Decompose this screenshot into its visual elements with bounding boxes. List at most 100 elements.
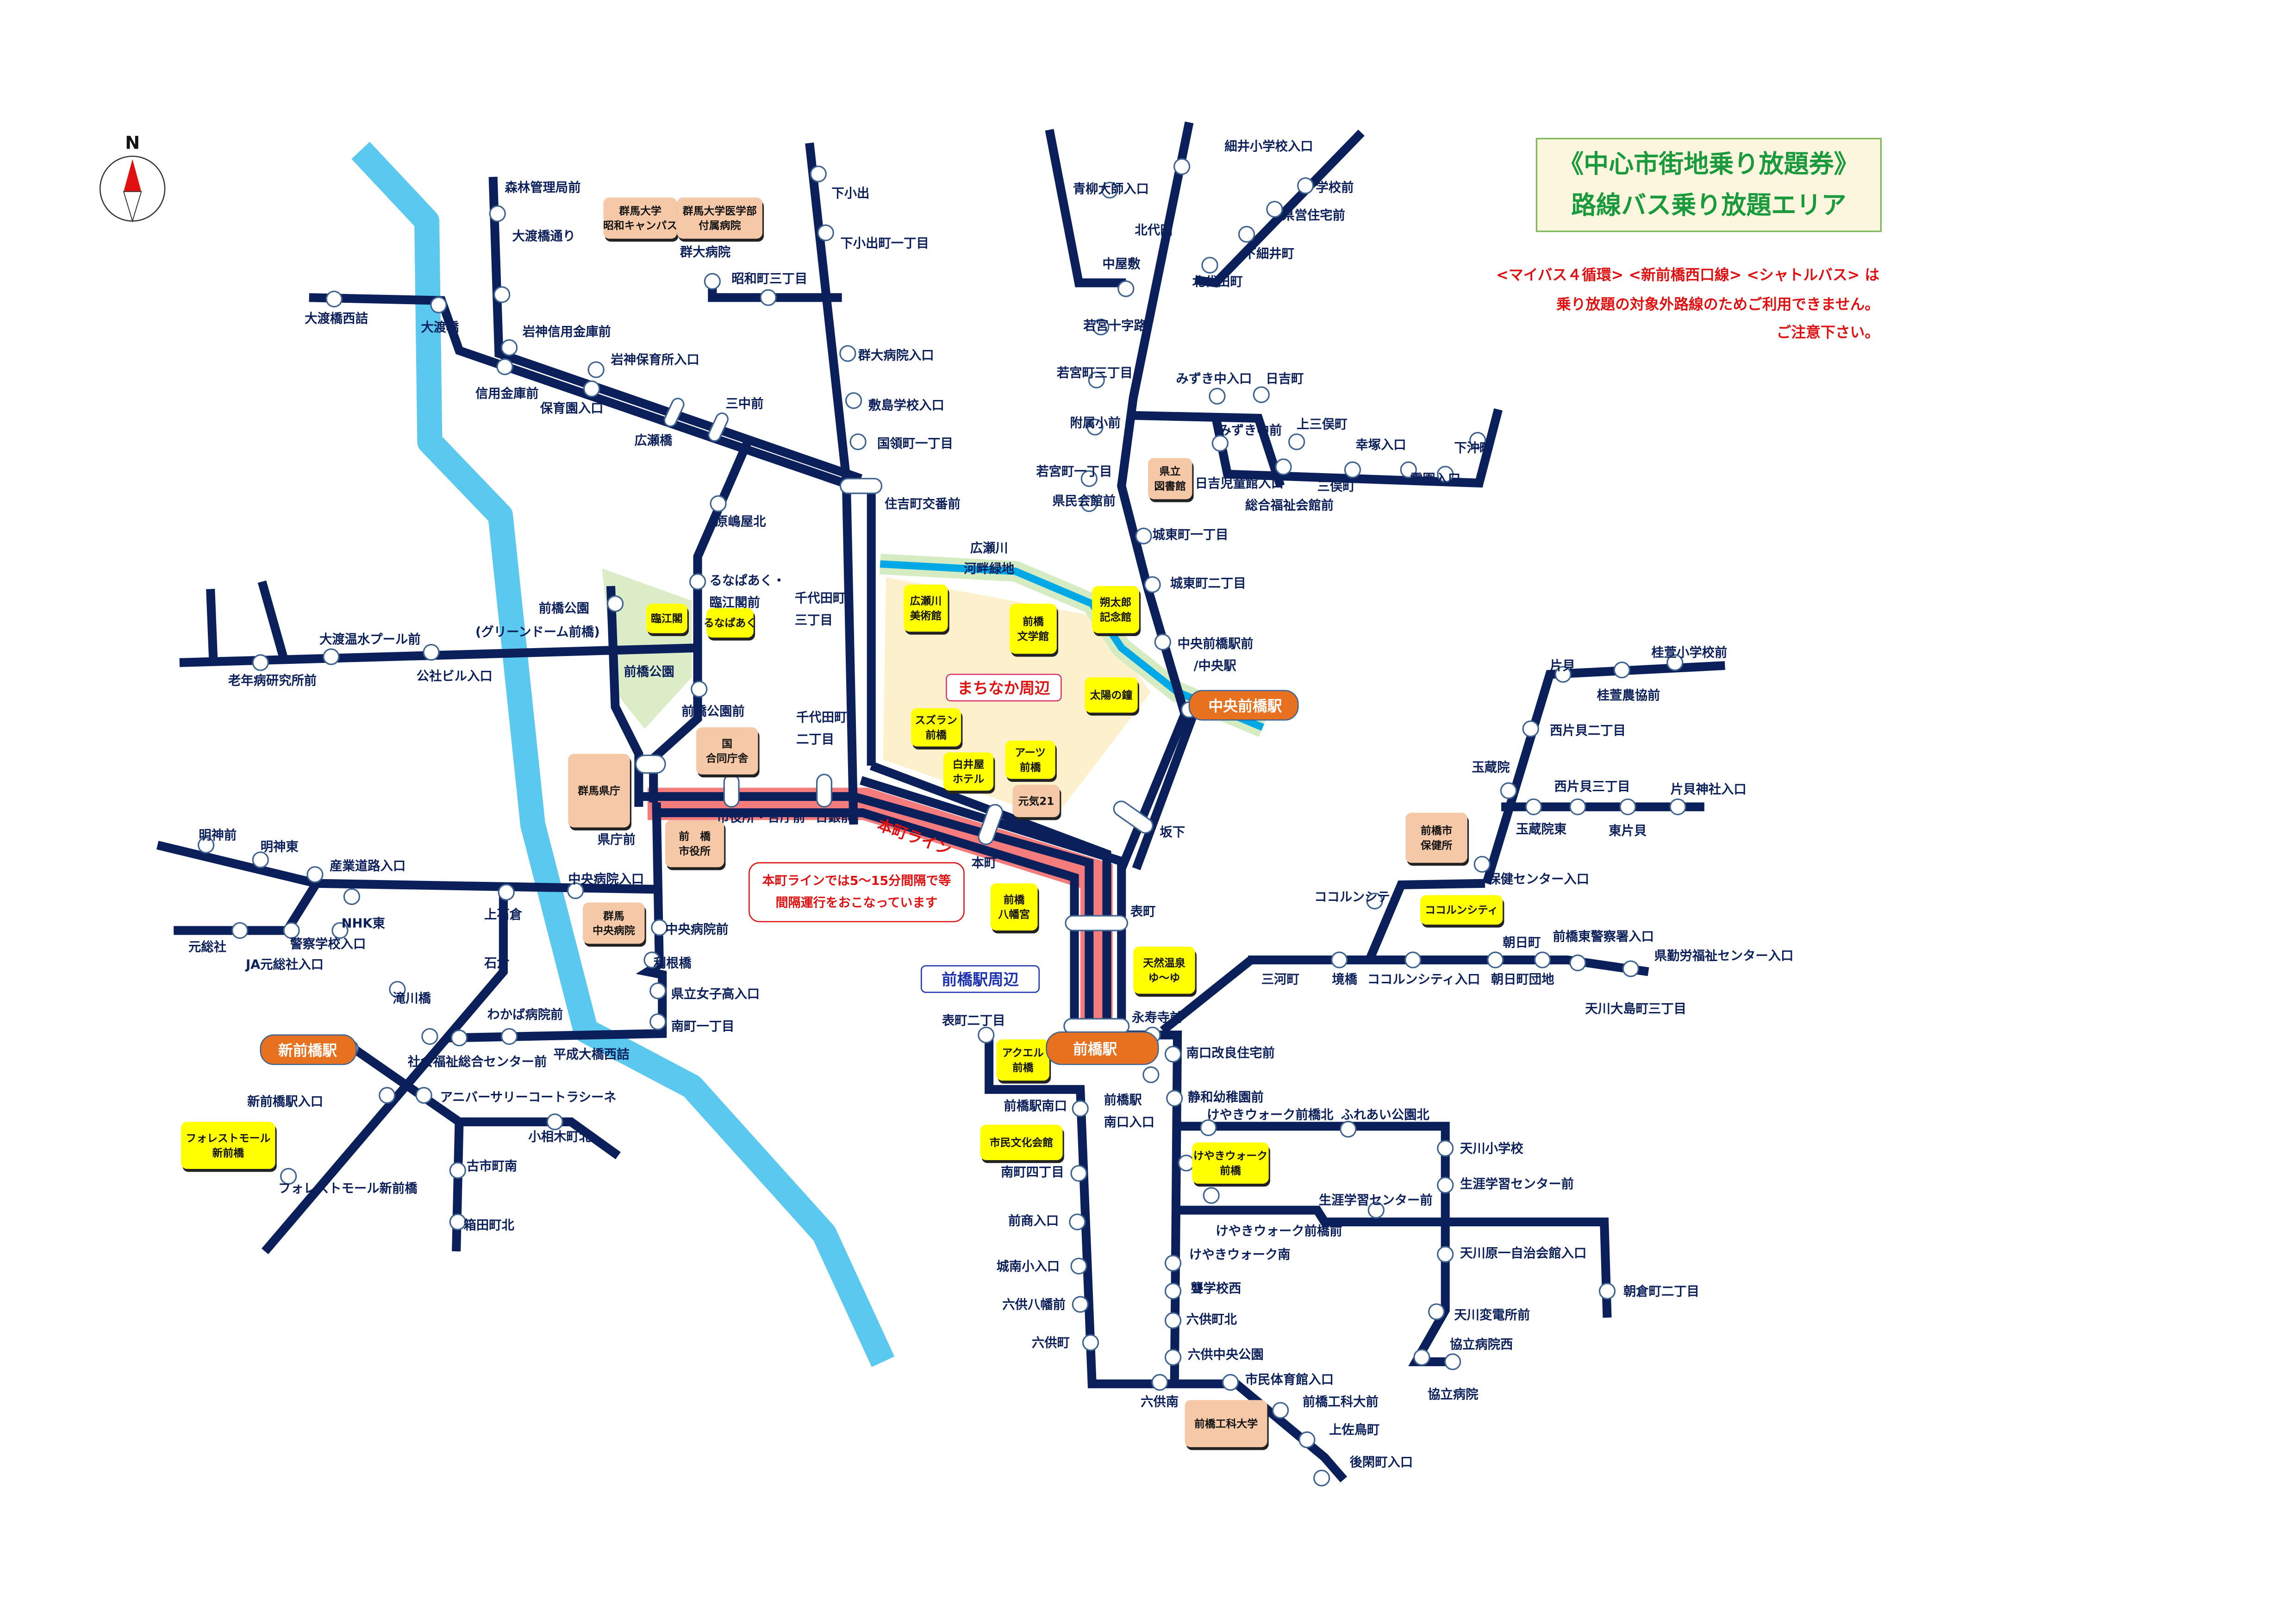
bus-stop-marker[interactable] <box>1201 256 1218 274</box>
bus-stop-marker[interactable] <box>1151 1374 1168 1391</box>
bus-stop-marker[interactable] <box>723 774 740 808</box>
bus-stop-marker[interactable] <box>1164 1282 1182 1300</box>
bus-stop-marker[interactable] <box>1173 158 1191 175</box>
bus-stop-marker[interactable] <box>1473 856 1491 873</box>
station-chuo-maebashi[interactable]: 中央前橋駅 <box>1188 690 1299 721</box>
bus-stop-marker[interactable] <box>331 922 349 939</box>
bus-stop-marker[interactable] <box>1178 1155 1195 1172</box>
bus-stop-marker[interactable] <box>606 595 624 612</box>
bus-stop-marker[interactable] <box>421 1028 438 1045</box>
bus-stop-marker[interactable] <box>1092 319 1110 336</box>
landmark-spot[interactable]: 市民文化会館 <box>980 1124 1064 1163</box>
bus-stop-marker[interactable] <box>1525 798 1542 815</box>
bus-stop-marker[interactable] <box>1211 435 1229 452</box>
bus-stop-marker[interactable] <box>1437 1140 1454 1157</box>
bus-stop-marker[interactable] <box>1272 1402 1289 1419</box>
bus-stop-marker[interactable] <box>1569 954 1586 972</box>
bus-stop-marker[interactable] <box>710 495 727 512</box>
bus-stop-marker[interactable] <box>1428 1303 1445 1320</box>
bus-stop-marker[interactable] <box>1366 893 1383 910</box>
bus-stop-marker[interactable] <box>1331 951 1348 968</box>
bus-stop-marker[interactable] <box>839 478 883 494</box>
bus-stop-marker[interactable] <box>423 643 440 661</box>
bus-stop-marker[interactable] <box>1065 915 1129 931</box>
landmark-facility[interactable]: 群馬県庁 <box>568 754 631 831</box>
bus-stop-marker[interactable] <box>1622 960 1639 977</box>
bus-stop-marker[interactable] <box>583 380 600 398</box>
bus-stop-marker[interactable] <box>449 1162 466 1179</box>
station-maebashi[interactable]: 前橋駅 <box>1046 1031 1159 1065</box>
bus-stop-marker[interactable] <box>1088 371 1105 388</box>
bus-stop-marker[interactable] <box>430 296 447 313</box>
bus-stop-marker[interactable] <box>1080 470 1098 487</box>
bus-stop-marker[interactable] <box>1437 1246 1454 1263</box>
bus-stop-marker[interactable] <box>816 774 832 808</box>
bus-stop-marker[interactable] <box>1154 633 1171 650</box>
bus-stop-marker[interactable] <box>1400 461 1417 478</box>
landmark-spot[interactable]: 臨江閣 <box>646 604 689 637</box>
bus-stop-marker[interactable] <box>635 754 666 774</box>
bus-stop-marker[interactable] <box>379 1087 396 1104</box>
bus-stop-marker[interactable] <box>252 654 269 671</box>
bus-stop-marker[interactable] <box>1344 461 1361 478</box>
bus-stop-marker[interactable] <box>1613 662 1630 679</box>
bus-stop-marker[interactable] <box>343 888 361 905</box>
bus-stop-marker[interactable] <box>1166 1090 1183 1107</box>
bus-stop-marker[interactable] <box>1444 1353 1461 1370</box>
bus-stop-marker[interactable] <box>587 361 605 378</box>
bus-stop-marker[interactable] <box>1063 1018 1130 1035</box>
bus-stop-marker[interactable] <box>1070 1165 1087 1182</box>
bus-stop-marker[interactable] <box>1070 1257 1087 1274</box>
bus-stop-marker[interactable] <box>1340 1121 1357 1138</box>
bus-stop-marker[interactable] <box>1164 1045 1182 1063</box>
bus-stop-marker[interactable] <box>849 433 867 450</box>
bus-stop-marker[interactable] <box>567 882 584 899</box>
bus-stop-marker[interactable] <box>1209 387 1226 405</box>
bus-stop-marker[interactable] <box>1222 1374 1239 1391</box>
bus-stop-marker[interactable] <box>707 411 730 443</box>
bus-stop-marker[interactable] <box>1086 418 1104 436</box>
bus-stop-marker[interactable] <box>1135 527 1152 544</box>
bus-stop-marker[interactable] <box>1072 1100 1089 1117</box>
bus-stop-marker[interactable] <box>651 919 668 936</box>
bus-stop-marker[interactable] <box>1111 799 1155 836</box>
bus-stop-marker[interactable] <box>810 165 827 182</box>
bus-stop-marker[interactable] <box>1666 654 1684 671</box>
bus-stop-marker[interactable] <box>1469 432 1486 449</box>
bus-stop-marker[interactable] <box>389 981 406 998</box>
bus-stop-marker[interactable] <box>1200 1119 1217 1137</box>
bus-stop-marker[interactable] <box>704 273 721 290</box>
bus-stop-marker[interactable] <box>1367 1201 1385 1219</box>
bus-stop-marker[interactable] <box>649 1013 667 1031</box>
bus-stop-marker[interactable] <box>977 803 1004 847</box>
landmark-spot[interactable]: 太陽の鐘 <box>1085 677 1139 716</box>
bus-stop-marker[interactable] <box>1203 1187 1220 1204</box>
landmark-facility[interactable]: 前橋工科大学 <box>1185 1400 1269 1450</box>
bus-stop-marker[interactable] <box>1522 720 1539 737</box>
bus-stop-marker[interactable] <box>1164 1255 1182 1272</box>
landmark-facility[interactable]: 元気21 <box>1012 785 1061 820</box>
bus-stop-marker[interactable] <box>1117 280 1135 297</box>
bus-stop-marker[interactable] <box>1275 458 1292 475</box>
bus-stop-marker[interactable] <box>415 1087 432 1104</box>
bus-stop-marker[interactable] <box>760 289 777 306</box>
bus-stop-marker[interactable] <box>489 205 506 222</box>
bus-stop-marker[interactable] <box>1669 798 1686 815</box>
bus-stop-marker[interactable] <box>691 681 708 698</box>
bus-stop-marker[interactable] <box>1069 1213 1086 1230</box>
bus-stop-marker[interactable] <box>649 982 667 999</box>
bus-stop-marker[interactable] <box>1437 466 1454 483</box>
